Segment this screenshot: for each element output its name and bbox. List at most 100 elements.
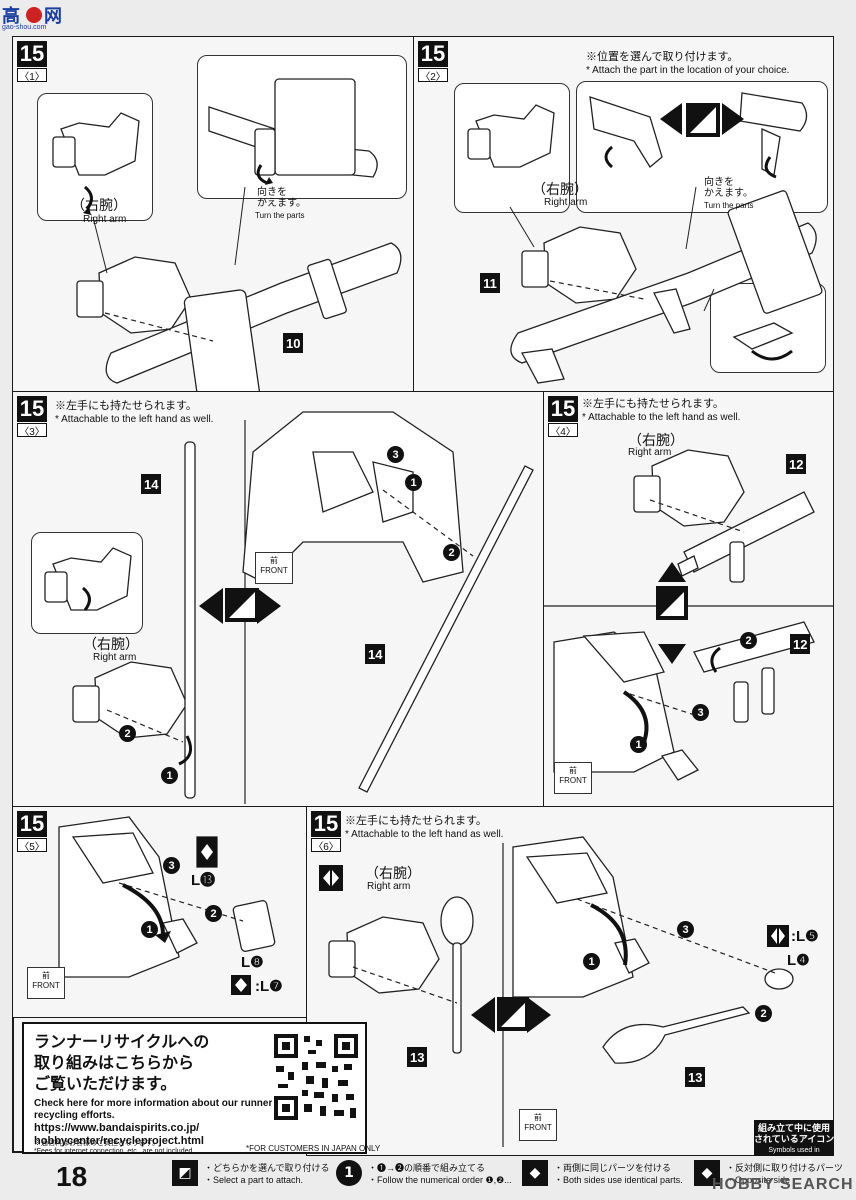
symbols-header-jp: 組み立て中に使用 されているアイコン	[754, 1123, 835, 1144]
front-indicator: 前 FRONT	[519, 1109, 557, 1141]
step-note-en: * Attach the part in the location of you…	[586, 65, 790, 76]
front-label-jp: 前	[270, 556, 278, 565]
watermark-logo: 高 网 gao-shou.com	[0, 0, 68, 34]
right-arm-label-en: Right arm	[93, 652, 137, 663]
front-indicator: 前 FRONT	[554, 762, 592, 794]
step-15-2-illustration	[467, 92, 823, 384]
part-number-badge: 12	[786, 454, 807, 474]
recycle-info-box: ランナーリサイクルへの 取り組みはこちらから ご覧いただけます。 Check h…	[22, 1022, 380, 1155]
right-arm-label-jp: （右腕）	[365, 865, 421, 881]
part-number-badge-2: 12	[790, 634, 811, 654]
step-number: 15	[17, 396, 47, 422]
front-indicator: 前 FRONT	[255, 552, 293, 584]
part-ref-l13: L⓭	[191, 872, 216, 889]
front-label-jp: 前	[534, 1113, 542, 1122]
order-step-1b: 1	[405, 474, 422, 491]
part-number-badge: 11	[480, 273, 500, 293]
legend-opposite-jp: ・反対側に取り付けるパーツ	[726, 1163, 843, 1173]
symbols-header-en: Symbols used in instructions	[768, 1147, 820, 1165]
turn-parts-label-jp: 向きを かえます。	[704, 177, 753, 199]
right-arm-label-en: Right arm	[628, 447, 672, 458]
legend-both-jp: ・両側に同じパーツを付ける	[554, 1163, 671, 1173]
order-step-1: 1	[161, 767, 178, 784]
turn-parts-label-jp: 向きを かえます。	[257, 187, 306, 209]
svg-text:网: 网	[44, 6, 62, 27]
right-arm-label-jp: （右腕）	[83, 636, 139, 652]
part-number-badge: 10	[283, 333, 304, 353]
turn-parts-label-en: Turn the parts	[704, 201, 754, 210]
step-note: ※左手にも持たせられます。 * Attachable to the left h…	[55, 400, 213, 426]
order-step-2: 2	[740, 632, 757, 649]
step-15-1-illustration	[52, 78, 402, 391]
order-step-2: 2	[755, 1005, 772, 1022]
front-label-jp: 前	[42, 971, 50, 980]
step-number: 15	[17, 811, 47, 837]
qr-japan-only-note: *FOR CUSTOMERS IN JAPAN ONLY	[246, 1144, 381, 1153]
svg-text:高: 高	[2, 5, 20, 27]
step-note: ※左手にも持たせられます。 * Attachable to the left h…	[345, 815, 503, 841]
recycle-url[interactable]: https://www.bandaispirits.co.jp/ hobbyce…	[34, 1122, 204, 1147]
front-label-en: FRONT	[524, 1123, 552, 1132]
page-number: 18	[56, 1161, 88, 1192]
legend-both-sides: ◆ ・両側に同じパーツを付ける ・Both sides use identica…	[522, 1160, 702, 1188]
step-substep: 〈6〉	[311, 838, 341, 853]
step-note-en: * Attachable to the left hand as well.	[582, 412, 741, 423]
legend-opposite-side: ◆ ・反対側に取り付けるパーツ ・Opposite side	[694, 1160, 844, 1188]
numerical-order-icon: 1	[336, 1160, 362, 1186]
legend-select-jp: ・どちらかを選んで取り付ける	[204, 1163, 330, 1173]
watermark-hobbysearch: HOBBY SEARCH	[712, 1176, 854, 1193]
recycle-fee-note: ※通信料はお客様のご負担となります。 *Fees for internet co…	[34, 1140, 193, 1155]
right-arm-label-en: Right arm	[544, 197, 588, 208]
order-step-3: 3	[387, 446, 404, 463]
right-arm-label-jp: （右腕）	[71, 197, 127, 213]
legend-select-en: ・Select a part to attach.	[204, 1175, 304, 1185]
step-note: ※位置を選んで取り付けます。 * Attach the part in the …	[586, 51, 789, 77]
step-15-6-panel: 15 〈6〉 ※左手にも持たせられます。 * Attachable to the…	[306, 806, 834, 1156]
part-ref-l7: :L❼	[255, 978, 283, 995]
front-label-en: FRONT	[32, 981, 60, 990]
opposite-side-icon: ◆	[694, 1160, 720, 1186]
select-part-icon: ◩	[172, 1160, 198, 1186]
step-15-5-panel: 15 〈5〉 3 2 1 L⓭ L❽ :L❼ 前 FRONT	[12, 806, 307, 1018]
step-substep: 〈1〉	[17, 68, 47, 83]
step-15-4-panel: 15 〈4〉 ※左手にも持たせられます。 * Attachable to the…	[543, 391, 834, 807]
part-number-badge-2: 13	[685, 1067, 706, 1087]
step-15-3-illustration	[44, 411, 534, 804]
step-note-jp: ※左手にも持たせられます。	[345, 815, 487, 827]
legend-select-part: ◩ ・どちらかを選んで取り付ける ・Select a part to attac…	[172, 1160, 332, 1188]
order-step-2b: 2	[443, 544, 460, 561]
front-label-en: FRONT	[260, 566, 288, 575]
qr-code-icon[interactable]	[272, 1032, 360, 1122]
order-step-3: 3	[163, 857, 180, 874]
step-note-jp: ※位置を選んで取り付けます。	[586, 51, 739, 63]
front-label-jp: 前	[569, 766, 577, 775]
step-note-jp: ※左手にも持たせられます。	[55, 400, 197, 412]
step-15-3-panel: 15 〈3〉 ※左手にも持たせられます。 * Attachable to the…	[12, 391, 544, 807]
step-substep: 〈2〉	[418, 68, 448, 83]
front-label-en: FRONT	[559, 776, 587, 785]
part-number-badge: 14	[141, 474, 162, 494]
order-step-3: 3	[692, 704, 709, 721]
order-step-2: 2	[205, 905, 222, 922]
part-ref-l5: :L❺	[791, 928, 819, 945]
step-substep: 〈5〉	[17, 838, 47, 853]
step-number: 15	[548, 396, 578, 422]
legend-numerical-order: 1 ・❶→❷の順番で組み立てる ・Follow the numerical or…	[336, 1160, 516, 1188]
part-ref-l8: L❽	[241, 954, 264, 971]
step-15-2-panel: 15 〈2〉 ※位置を選んで取り付けます。 * Attach the part …	[413, 36, 834, 392]
step-substep: 〈3〉	[17, 423, 47, 438]
step-substep: 〈4〉	[548, 423, 578, 438]
step-number: 15	[17, 41, 47, 67]
recycle-title: ランナーリサイクルへの 取り組みはこちらから ご覧いただけます。	[34, 1034, 210, 1093]
step-note-en: * Attachable to the left hand as well.	[345, 829, 504, 840]
right-arm-label-en: Right arm	[83, 214, 127, 225]
order-step-1: 1	[583, 953, 600, 970]
order-step-1: 1	[630, 736, 647, 753]
right-arm-label-en: Right arm	[367, 881, 411, 892]
legend-opposite-en: ・Opposite side	[726, 1175, 791, 1185]
part-ref-l4: L❹	[787, 952, 810, 969]
step-15-4-illustration	[544, 449, 833, 781]
order-step-1: 1	[141, 921, 158, 938]
step-number: 15	[418, 41, 448, 67]
right-arm-label-jp: （右腕）	[532, 181, 588, 197]
